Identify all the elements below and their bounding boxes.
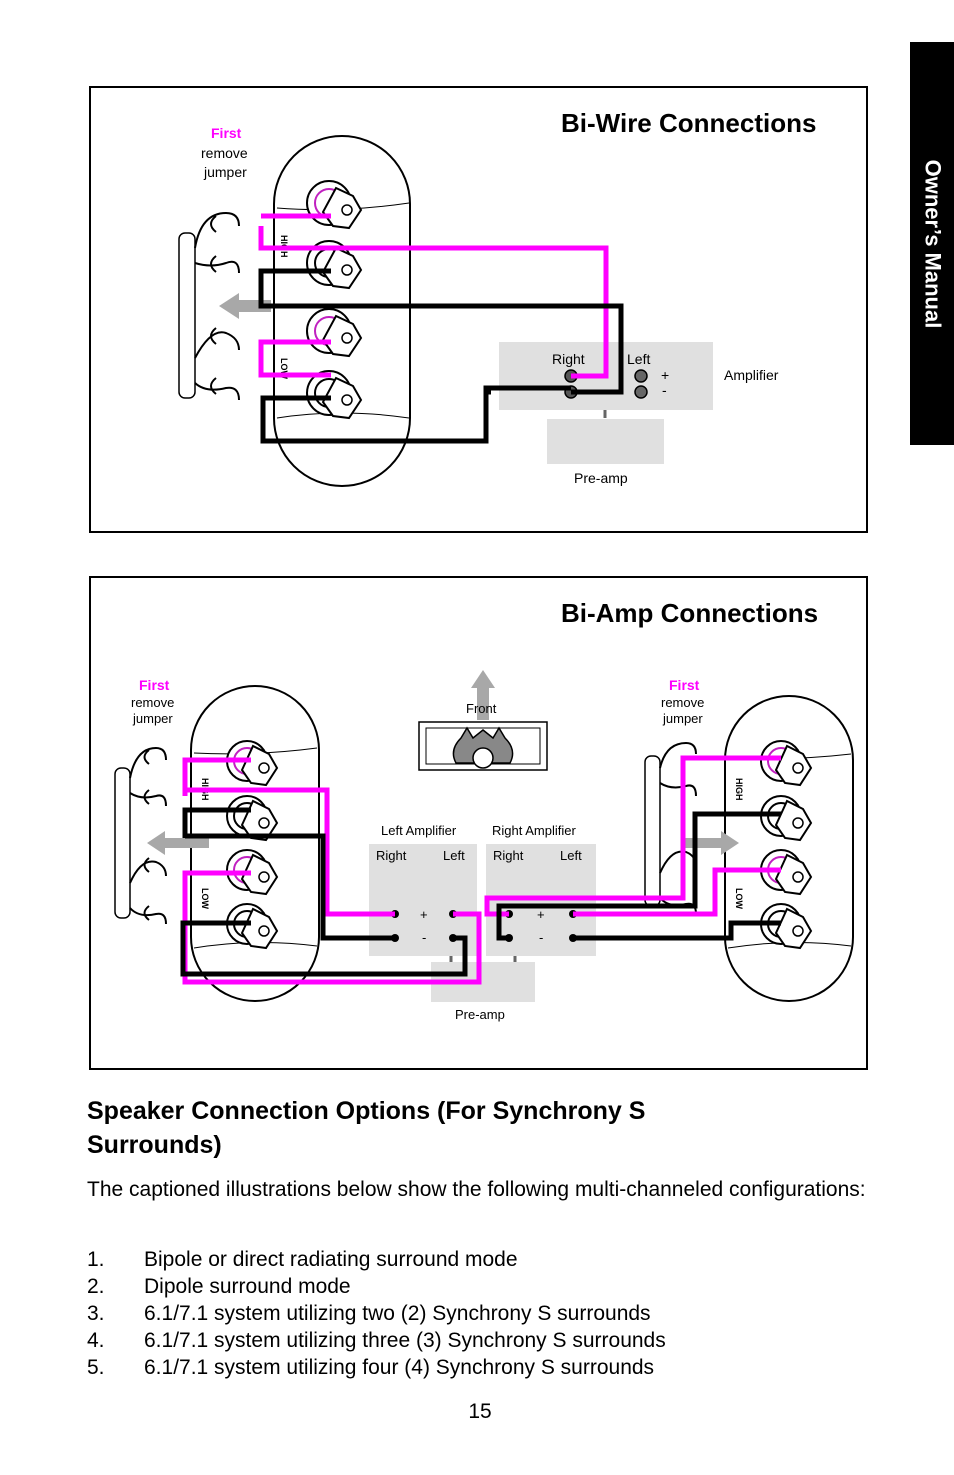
binding-post-icon [760, 849, 813, 896]
biamp-diagram-graphic: HIGH LOW HIGH LOW [114, 670, 854, 1022]
first-label: First [669, 677, 700, 693]
list-item-number: 5. [87, 1356, 105, 1379]
binding-post-icon [226, 795, 279, 842]
plus-label: + [537, 907, 545, 922]
front-label: Front [466, 701, 497, 716]
low-terminal-label: LOW [200, 888, 210, 909]
jumper-label: jumper [132, 711, 173, 726]
section-title: Speaker Connection Options (For Synchron… [87, 1097, 646, 1159]
left-arrow-icon [219, 293, 271, 319]
binding-post-icon [306, 370, 363, 420]
right-amplifier-label: Right Amplifier [492, 823, 576, 838]
left-label: Left [627, 351, 650, 367]
positive-wire [258, 226, 609, 379]
jumper-label: jumper [203, 164, 247, 180]
negative-wire [486, 330, 491, 388]
jumper-icon [644, 741, 697, 915]
first-label: First [139, 677, 170, 693]
low-terminal-label: LOW [279, 358, 289, 379]
list-item-text: Dipole surround mode [144, 1275, 351, 1298]
minus-label: - [539, 930, 543, 945]
listener-icon [452, 726, 514, 769]
remove-label: remove [131, 695, 174, 710]
right-label: Right [552, 351, 585, 367]
configuration-list: 1. Bipole or direct radiating surround mo… [87, 1246, 666, 1381]
jumper-label: jumper [662, 711, 703, 726]
high-terminal-label: HIGH [734, 778, 744, 801]
list-item-number: 2. [87, 1275, 105, 1298]
left-arrow-icon [147, 831, 209, 855]
minus-label: - [422, 930, 426, 945]
negative-wire [182, 833, 395, 941]
amplifier-label: Amplifier [724, 367, 779, 383]
list-item-text: 6.1/7.1 system utilizing four (4) Synchr… [144, 1356, 655, 1379]
side-tab-label: Owner’s Manual [920, 159, 945, 328]
minus-label: - [662, 382, 667, 398]
negative-wire [496, 811, 781, 941]
low-terminal-label: LOW [734, 888, 744, 909]
list-item: 4. 6.1/7.1 system utilizing three (3) Syn… [87, 1327, 666, 1354]
list-item-number: 1. [87, 1248, 105, 1271]
first-label: First [211, 125, 242, 141]
biwire-title: Bi-Wire Connections [561, 108, 817, 138]
negative-wire [182, 807, 251, 838]
list-item-text: 6.1/7.1 system utilizing three (3) Synch… [144, 1329, 666, 1352]
list-item: 5. 6.1/7.1 system utilizing four (4) Sync… [87, 1354, 666, 1381]
section-intro: The captioned illustrations below show t… [87, 1178, 866, 1201]
remove-label: remove [661, 695, 704, 710]
remove-label: remove [201, 145, 248, 161]
preamp-label: Pre-amp [455, 1007, 505, 1022]
left-label: Left [560, 848, 582, 863]
owners-manual-tab: Owner’s Manual [910, 42, 954, 445]
biwire-diagram-graphic: HIGH LOW First remove jumper Right Left … [178, 125, 779, 487]
plus-label: + [420, 907, 428, 922]
biamp-title: Bi-Amp Connections [561, 598, 819, 628]
negative-wire [573, 920, 781, 941]
list-item-text: 6.1/7.1 system utilizing two (2) Synchro… [144, 1302, 651, 1325]
binding-post-icon [760, 740, 813, 787]
list-item: 2. Dipole surround mode [87, 1273, 666, 1300]
biamp-diagram: HIGH LOW HIGH LOW [89, 576, 868, 1070]
negative-wire [483, 385, 571, 441]
right-label: Right [493, 848, 524, 863]
up-arrow-icon [471, 670, 495, 720]
plus-label: + [661, 367, 669, 383]
page-number: 15 [468, 1400, 492, 1423]
negative-wire [180, 920, 468, 977]
positive-wire [484, 755, 781, 917]
preamp-label: Pre-amp [574, 470, 628, 486]
left-amplifier-label: Left Amplifier [381, 823, 457, 838]
list-item-number: 3. [87, 1302, 105, 1325]
positive-wire [185, 787, 395, 917]
terminal-plate [190, 685, 320, 1002]
list-item: 1. Bipole or direct radiating surround mo… [87, 1246, 666, 1273]
right-arrow-icon [683, 831, 739, 855]
binding-post-icon [226, 849, 279, 896]
positive-wire [182, 870, 482, 985]
list-item-text: Bipole or direct radiating surround mode [144, 1248, 518, 1271]
positive-wire [258, 339, 331, 375]
positive-wire [573, 867, 781, 917]
right-label: Right [376, 848, 407, 863]
left-label: Left [443, 848, 465, 863]
jumper-icon [178, 211, 240, 401]
preamp-box [547, 419, 664, 464]
list-item: 3. 6.1/7.1 system utilizing two (2) Synch… [87, 1300, 666, 1327]
biwire-diagram: HIGH LOW First remove jumper Right Left … [89, 86, 868, 533]
jumper-icon [114, 746, 167, 925]
list-item-number: 4. [87, 1329, 105, 1352]
